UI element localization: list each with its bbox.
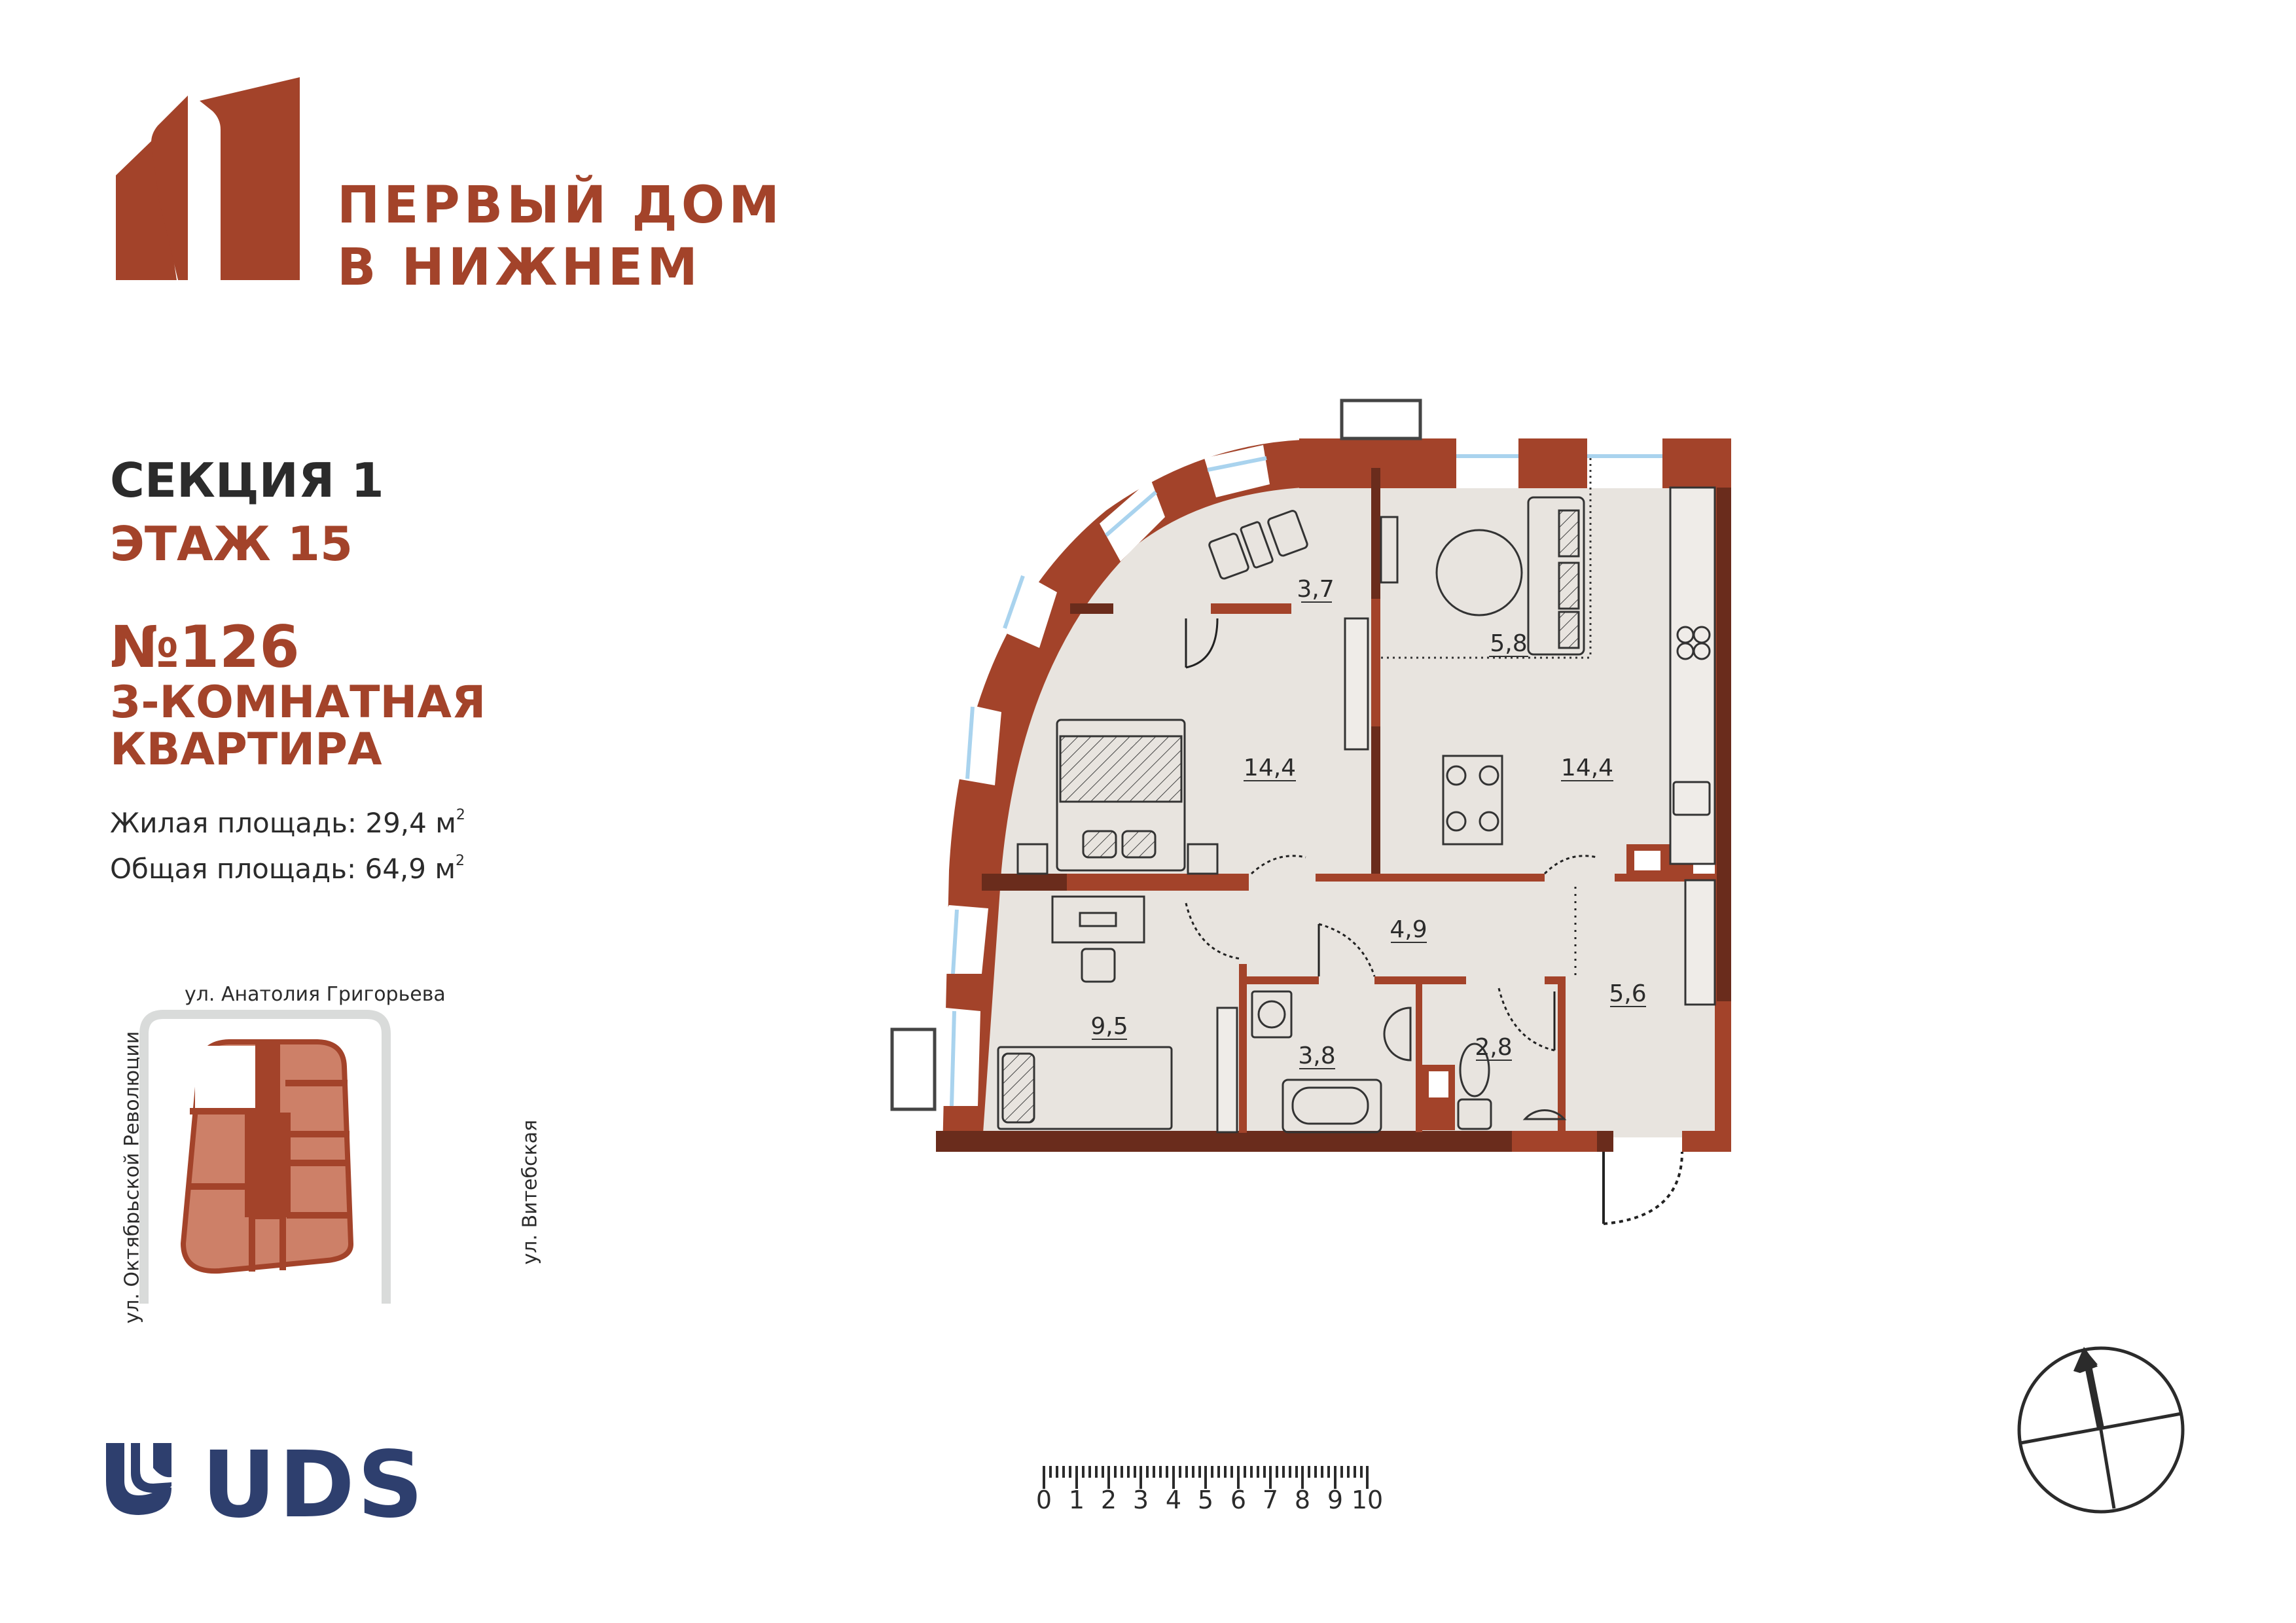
scale-label: 4 bbox=[1166, 1486, 1181, 1514]
apartment-type-line-2: КВАРТИРА bbox=[110, 724, 382, 776]
wall-bedroom-loggia bbox=[1070, 603, 1113, 614]
room-area-bedroom: 14,4 bbox=[1244, 755, 1296, 781]
room-area-entrance: 5,6 bbox=[1609, 980, 1646, 1007]
top-windows bbox=[1456, 438, 1662, 488]
scale-bar-labels: 0 1 2 3 4 5 6 7 8 9 10 bbox=[1036, 1486, 1383, 1514]
apartment-type-line-1: 3-КОМНАТНАЯ bbox=[110, 677, 486, 728]
north-arrow-icon bbox=[2017, 1346, 2185, 1514]
scale-label: 0 bbox=[1036, 1486, 1052, 1514]
room-area-kitchen-living: 14,4 bbox=[1561, 755, 1613, 781]
uds-mark-icon bbox=[106, 1443, 171, 1515]
living-area-label: Жилая площадь: bbox=[110, 807, 357, 839]
scale-label: 9 bbox=[1327, 1486, 1343, 1514]
total-area-label: Общая площадь: bbox=[110, 853, 357, 885]
curved-windows bbox=[942, 445, 1270, 1107]
developer-logo bbox=[106, 1442, 181, 1517]
n1-logo-icon bbox=[116, 77, 300, 280]
wall-bath-top bbox=[1247, 976, 1319, 984]
floor-heading: ЭТАЖ 15 bbox=[110, 520, 353, 567]
scale-label: 6 bbox=[1230, 1486, 1246, 1514]
section-label: СЕКЦИЯ bbox=[110, 453, 335, 508]
site-map bbox=[139, 1010, 391, 1304]
wall-bath-wc bbox=[1416, 976, 1422, 1132]
furniture bbox=[997, 458, 1716, 1133]
wall-bath-left bbox=[1239, 964, 1247, 1133]
scale-label: 10 bbox=[1352, 1486, 1383, 1514]
brand-line-2: В НИЖНЕМ bbox=[337, 238, 702, 297]
scale-label: 8 bbox=[1295, 1486, 1310, 1514]
total-area: Общая площадь: 64,9 м2 bbox=[110, 854, 465, 883]
room-area-bathroom: 3,8 bbox=[1298, 1043, 1335, 1069]
living-area: Жилая площадь: 29,4 м2 bbox=[110, 808, 465, 837]
apartment-number: №126 bbox=[110, 613, 300, 681]
scale-label: 3 bbox=[1133, 1486, 1149, 1514]
room-area-wc: 2,8 bbox=[1475, 1034, 1512, 1061]
bottom-wall bbox=[936, 1131, 1613, 1152]
scale-label: 2 bbox=[1101, 1486, 1117, 1514]
scale-bar bbox=[1043, 1466, 1369, 1489]
room-area-lounge: 5,8 bbox=[1490, 630, 1527, 657]
scale-label: 1 bbox=[1069, 1486, 1085, 1514]
room-area-loggia: 3,7 bbox=[1297, 576, 1334, 603]
street-top-label: ул. Анатолия Григорьева bbox=[185, 983, 446, 1006]
floor-value: 15 bbox=[287, 516, 353, 571]
apartment-floor bbox=[978, 458, 1715, 1139]
living-area-value: 29,4 м bbox=[365, 807, 456, 839]
scale-label: 5 bbox=[1198, 1486, 1213, 1514]
top-balcony bbox=[1340, 399, 1422, 440]
brand-line-1: ПЕРВЫЙ ДОМ bbox=[337, 176, 783, 235]
scale-label: 7 bbox=[1263, 1486, 1278, 1514]
developer-name: UDS bbox=[202, 1432, 426, 1539]
room-labels: 3,7 5,8 14,4 14,4 4,9 9,5 3,8 2,8 5,6 bbox=[1090, 576, 1647, 1069]
total-area-unit-sup: 2 bbox=[456, 853, 465, 869]
section-value: 1 bbox=[351, 453, 384, 508]
floor-label: ЭТАЖ bbox=[110, 516, 271, 571]
total-area-value: 64,9 м bbox=[365, 853, 456, 885]
selected-section bbox=[195, 1046, 256, 1109]
section-heading: СЕКЦИЯ 1 bbox=[110, 457, 384, 504]
room-area-kids: 9,5 bbox=[1090, 1013, 1128, 1040]
doors bbox=[1185, 618, 1598, 1052]
living-area-unit-sup: 2 bbox=[456, 807, 465, 823]
wall-wc-right bbox=[1558, 976, 1566, 1132]
brand-logo bbox=[115, 77, 311, 284]
left-balcony bbox=[890, 1027, 937, 1111]
wall-kitchen-bottom bbox=[1316, 874, 1545, 882]
room-area-hall: 4,9 bbox=[1390, 916, 1427, 943]
